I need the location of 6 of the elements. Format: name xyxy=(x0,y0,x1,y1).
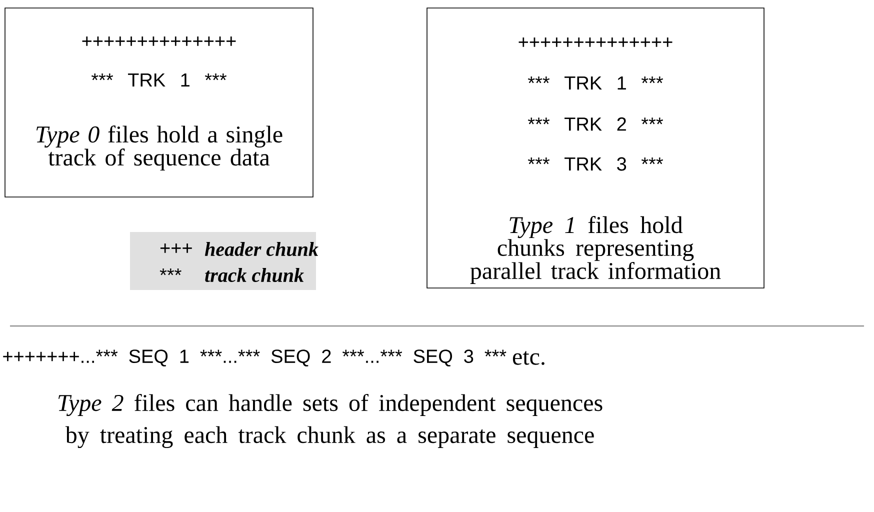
caption-text: Type 2 files can handle sets of independent sequences by treating each track chunk as a separate sequence xyxy=(58,394,602,448)
note-text: etc. xyxy=(512,351,544,365)
text-box: ++++++++++++++ *** TRK 1 *** *** TRK 2 *** *** TRK 3 *** Type 1 files hold chunks representing parallel track information xyxy=(426,8,764,288)
key-box: +++ header chunk *** track chunk xyxy=(130,232,318,290)
text-box: ++++++++++++++ *** TRK 1 *** Type 0 files hold a single track of sequence data xyxy=(4,8,314,198)
sequence-line: +++++++...*** SEQ 1 ***...*** SEQ 2 ***...*** SEQ 3 *** xyxy=(3,350,506,366)
